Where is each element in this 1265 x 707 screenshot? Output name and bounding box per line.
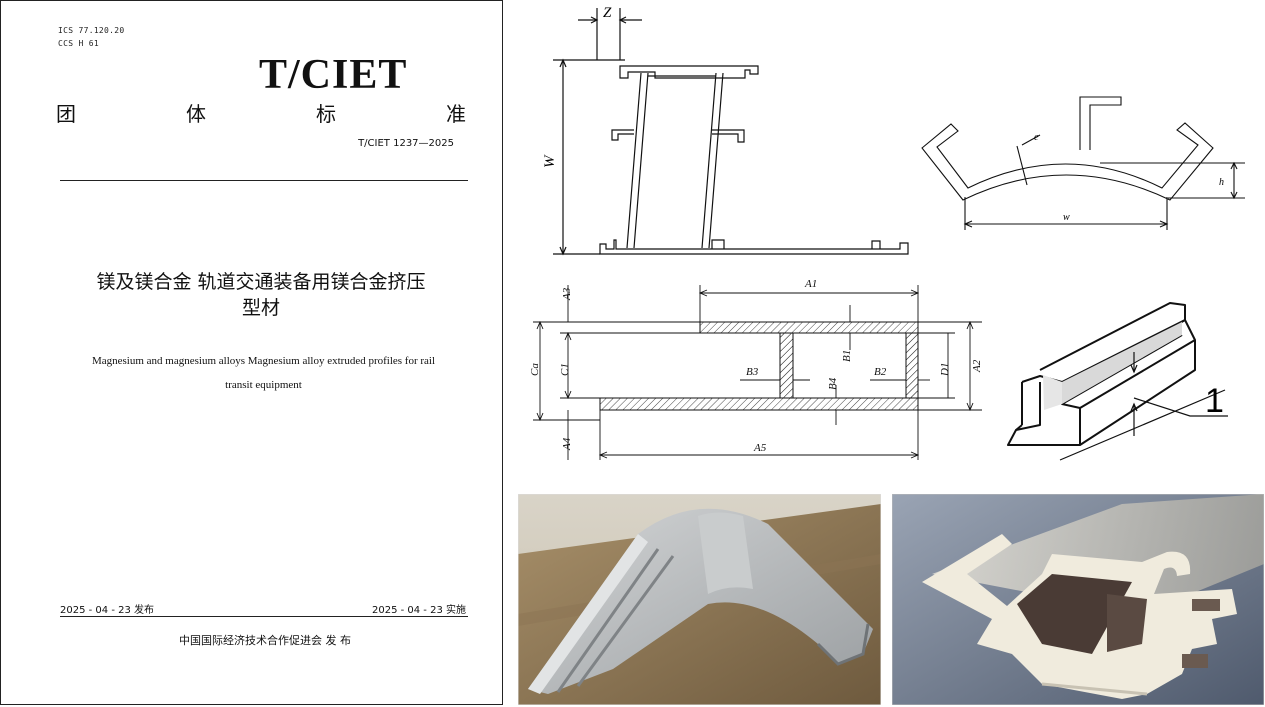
footer-divider: [60, 616, 468, 617]
photo-bare-extruded-profile: [892, 494, 1264, 705]
label-b3: B3: [746, 366, 759, 378]
standard-type-char: 标: [316, 102, 336, 126]
standard-number: T/CIET 1237—2025: [358, 138, 454, 149]
standard-cover-page: ICS 77.120.20 CCS H 61 T/CIET 团 体 标 准 T/…: [0, 0, 503, 705]
standard-type: 团 体 标 准: [56, 98, 466, 127]
label-b2: B2: [874, 366, 887, 378]
label-b4: B4: [827, 377, 839, 390]
label-b1: B1: [841, 350, 853, 362]
english-title: Magnesium and magnesium alloys Magnesium…: [61, 349, 466, 397]
callout-number: 1: [1205, 382, 1224, 420]
brand-title: T/CIET: [259, 52, 408, 98]
publisher: 中国国际经济技术合作促进会 发 布: [179, 634, 351, 647]
label-w: W: [542, 154, 558, 168]
chinese-title: 镁及镁合金 轨道交通装备用镁合金挤压 型材: [41, 269, 481, 321]
english-title-line: Magnesium and magnesium alloys Magnesium…: [91, 355, 436, 367]
label-ca: Ca: [529, 363, 541, 376]
photo-grey-curved-profile: [518, 494, 881, 705]
curved-profile-drawing: e h w: [921, 96, 1245, 230]
label-d1: D1: [939, 363, 951, 377]
label-a4: A4: [561, 437, 573, 451]
label-h: h: [1219, 177, 1224, 188]
label-a5: A5: [753, 442, 767, 454]
z-profile-drawing: Z W: [542, 5, 909, 256]
ccs-code: CCS H 61: [58, 39, 99, 48]
standard-type-char: 体: [186, 102, 206, 126]
chinese-title-line: 镁及镁合金 轨道交通装备用镁合金挤压: [96, 271, 426, 293]
hollow-section-drawing: A1 A2 A3 A4 A5 B1 B2 B3 B4 C1 Ca D1: [529, 278, 983, 460]
ics-code: ICS 77.120.20: [58, 26, 125, 35]
label-a3: A3: [561, 287, 573, 301]
standard-type-char: 团: [56, 102, 76, 126]
isometric-profile-drawing: 1: [1007, 302, 1228, 461]
header-divider: [60, 180, 468, 181]
standard-type-char: 准: [446, 102, 466, 126]
label-w-small: w: [1063, 212, 1070, 223]
label-e: e: [1034, 132, 1039, 143]
label-a1: A1: [804, 278, 817, 290]
label-z: Z: [603, 5, 612, 21]
implement-date: 2025 - 04 - 23 实施: [371, 605, 466, 616]
label-c1: C1: [559, 363, 571, 376]
chinese-title-line: 型材: [241, 297, 280, 319]
publish-date: 2025 - 04 - 23 发布: [60, 605, 155, 616]
english-title-line: transit equipment: [225, 379, 302, 391]
label-a2: A2: [971, 359, 983, 373]
